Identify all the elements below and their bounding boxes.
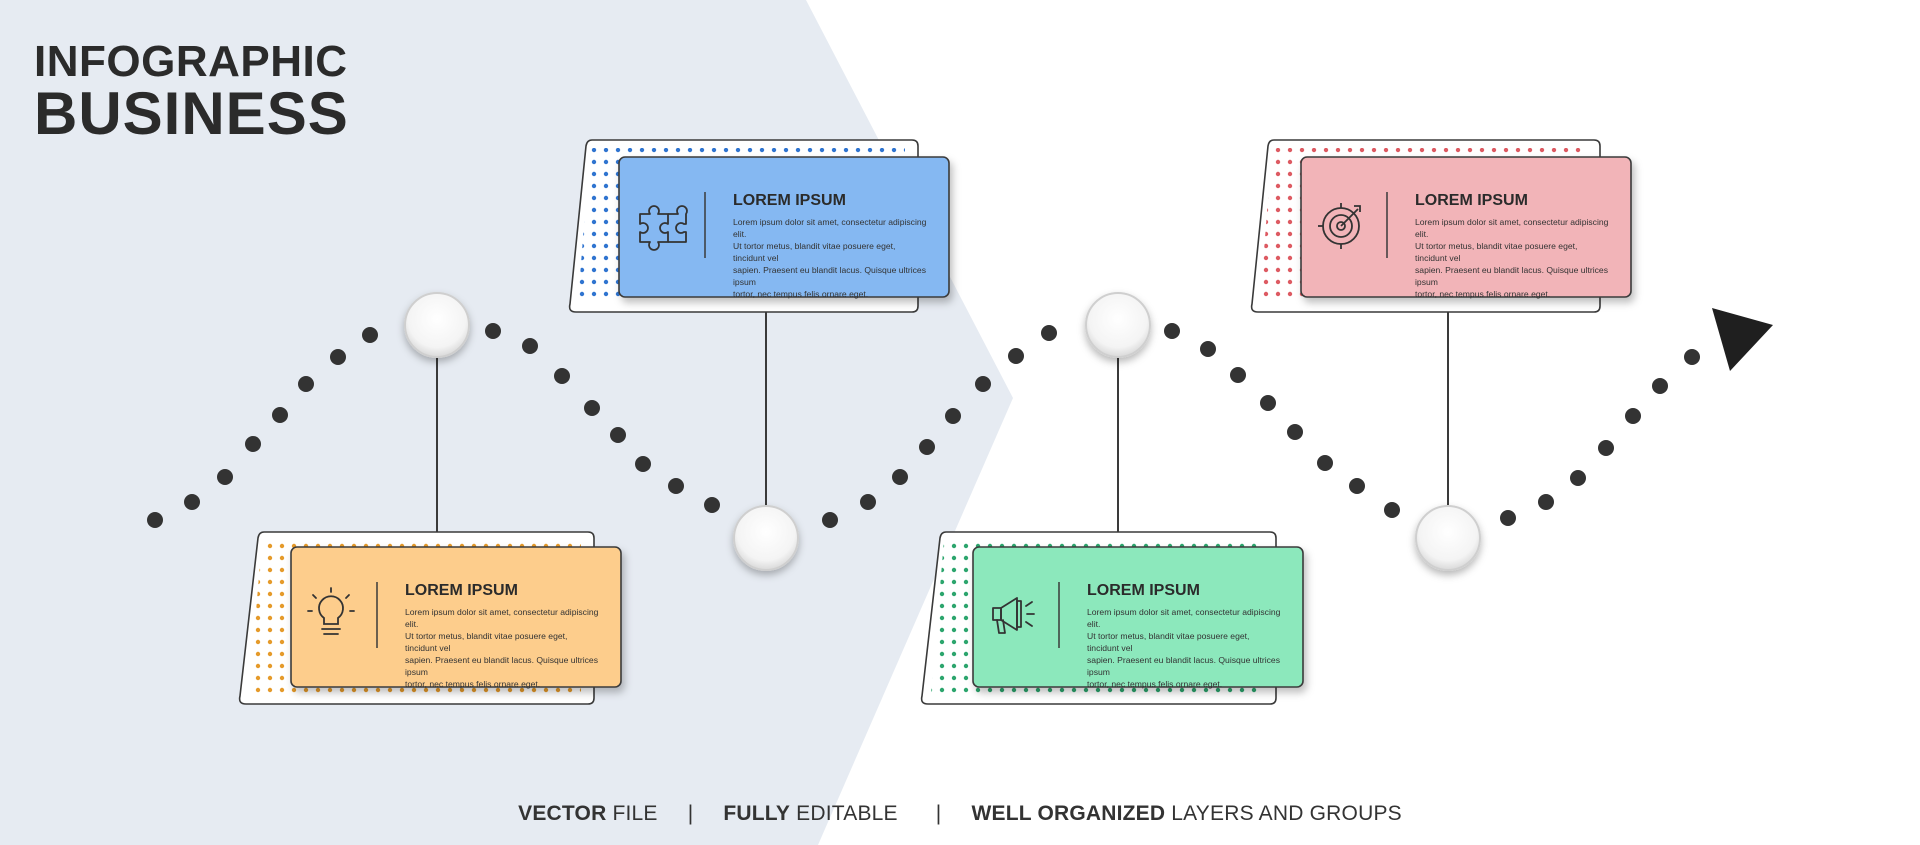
path-dot (919, 439, 935, 455)
path-dot (975, 376, 991, 392)
path-dot (635, 456, 651, 472)
path-dot (1500, 510, 1516, 526)
footer-caption: VECTOR FILE | FULLY EDITABLE | WELL ORGA… (0, 802, 1920, 826)
card-target (1250, 139, 1632, 313)
footer-editable-rest: EDITABLE (790, 802, 898, 825)
card-megaphone (920, 531, 1304, 705)
arrow-head-icon (1712, 308, 1773, 371)
path-dot (668, 478, 684, 494)
path-dot (1625, 408, 1641, 424)
path-dot (272, 407, 288, 423)
lightbulb-icon (307, 587, 355, 635)
path-dot (362, 327, 378, 343)
path-dot (1349, 478, 1365, 494)
path-dot (1008, 348, 1024, 364)
path-dot (1384, 502, 1400, 518)
footer-separator: | (687, 802, 694, 825)
card-face (618, 156, 950, 298)
path-dot (945, 408, 961, 424)
path-dot (860, 494, 876, 510)
card-body: Lorem ipsum dolor sit amet, consectetur … (1415, 217, 1609, 299)
path-dot (704, 497, 720, 513)
path-dot (1164, 323, 1180, 339)
path-dot (298, 376, 314, 392)
path-dot (1538, 494, 1554, 510)
page-title-line2: BUSINESS (34, 80, 349, 147)
footer-editable-bold: FULLY (723, 802, 791, 825)
path-dot (1287, 424, 1303, 440)
path-dot (217, 469, 233, 485)
card-heading: LOREM IPSUM (405, 582, 518, 599)
path-dot (1652, 378, 1668, 394)
footer-vector-rest: FILE (606, 802, 658, 825)
node-circle (1085, 292, 1151, 358)
dotted-path (147, 323, 1700, 528)
megaphone-icon (992, 597, 1035, 634)
path-dot (1317, 455, 1333, 471)
node-circle (1415, 505, 1481, 571)
card-megaphone-text: LOREM IPSUM Lorem ipsum dolor sit amet, … (1087, 582, 1283, 690)
path-dot (1260, 395, 1276, 411)
path-dot (330, 349, 346, 365)
path-dot (584, 400, 600, 416)
target-icon (1318, 203, 1361, 249)
footer-vector-bold: VECTOR (518, 802, 607, 825)
path-dot (1598, 440, 1614, 456)
card-face (972, 546, 1304, 688)
path-dot (522, 338, 538, 354)
path-dot (1200, 341, 1216, 357)
card-face (1300, 156, 1632, 298)
card-body: Lorem ipsum dolor sit amet, consectetur … (405, 607, 599, 689)
node-circle (733, 505, 799, 571)
page-title-line1: INFOGRAPHIC (34, 37, 348, 86)
path-dot (184, 494, 200, 510)
path-dot (1570, 470, 1586, 486)
card-heading: LOREM IPSUM (1087, 582, 1200, 599)
card-heading: LOREM IPSUM (733, 192, 846, 209)
path-dot (485, 323, 501, 339)
path-dot (245, 436, 261, 452)
node-circle (404, 292, 470, 358)
footer-organized-rest: LAYERS AND GROUPS (1165, 802, 1402, 825)
card-body: Lorem ipsum dolor sit amet, consectetur … (733, 217, 927, 299)
card-target-text: LOREM IPSUM Lorem ipsum dolor sit amet, … (1415, 192, 1611, 300)
path-dot (822, 512, 838, 528)
card-puzzle-text: LOREM IPSUM Lorem ipsum dolor sit amet, … (733, 192, 929, 300)
path-dot (892, 469, 908, 485)
path-dot (1041, 325, 1057, 341)
footer-organized-bold: WELL ORGANIZED (971, 802, 1166, 825)
footer-separator: | (935, 802, 942, 825)
card-heading: LOREM IPSUM (1415, 192, 1528, 209)
card-bulb-text: LOREM IPSUM Lorem ipsum dolor sit amet, … (405, 582, 601, 690)
card-body: Lorem ipsum dolor sit amet, consectetur … (1087, 607, 1281, 689)
card-bulb (238, 531, 622, 705)
node-circles (404, 292, 1481, 571)
path-dot (1684, 349, 1700, 365)
path-dot (554, 368, 570, 384)
path-dot (1230, 367, 1246, 383)
path-dot (610, 427, 626, 443)
path-dot (147, 512, 163, 528)
connector-lines (436, 295, 1449, 546)
puzzle-icon (639, 205, 688, 251)
card-puzzle (568, 139, 950, 313)
card-face (290, 546, 622, 688)
